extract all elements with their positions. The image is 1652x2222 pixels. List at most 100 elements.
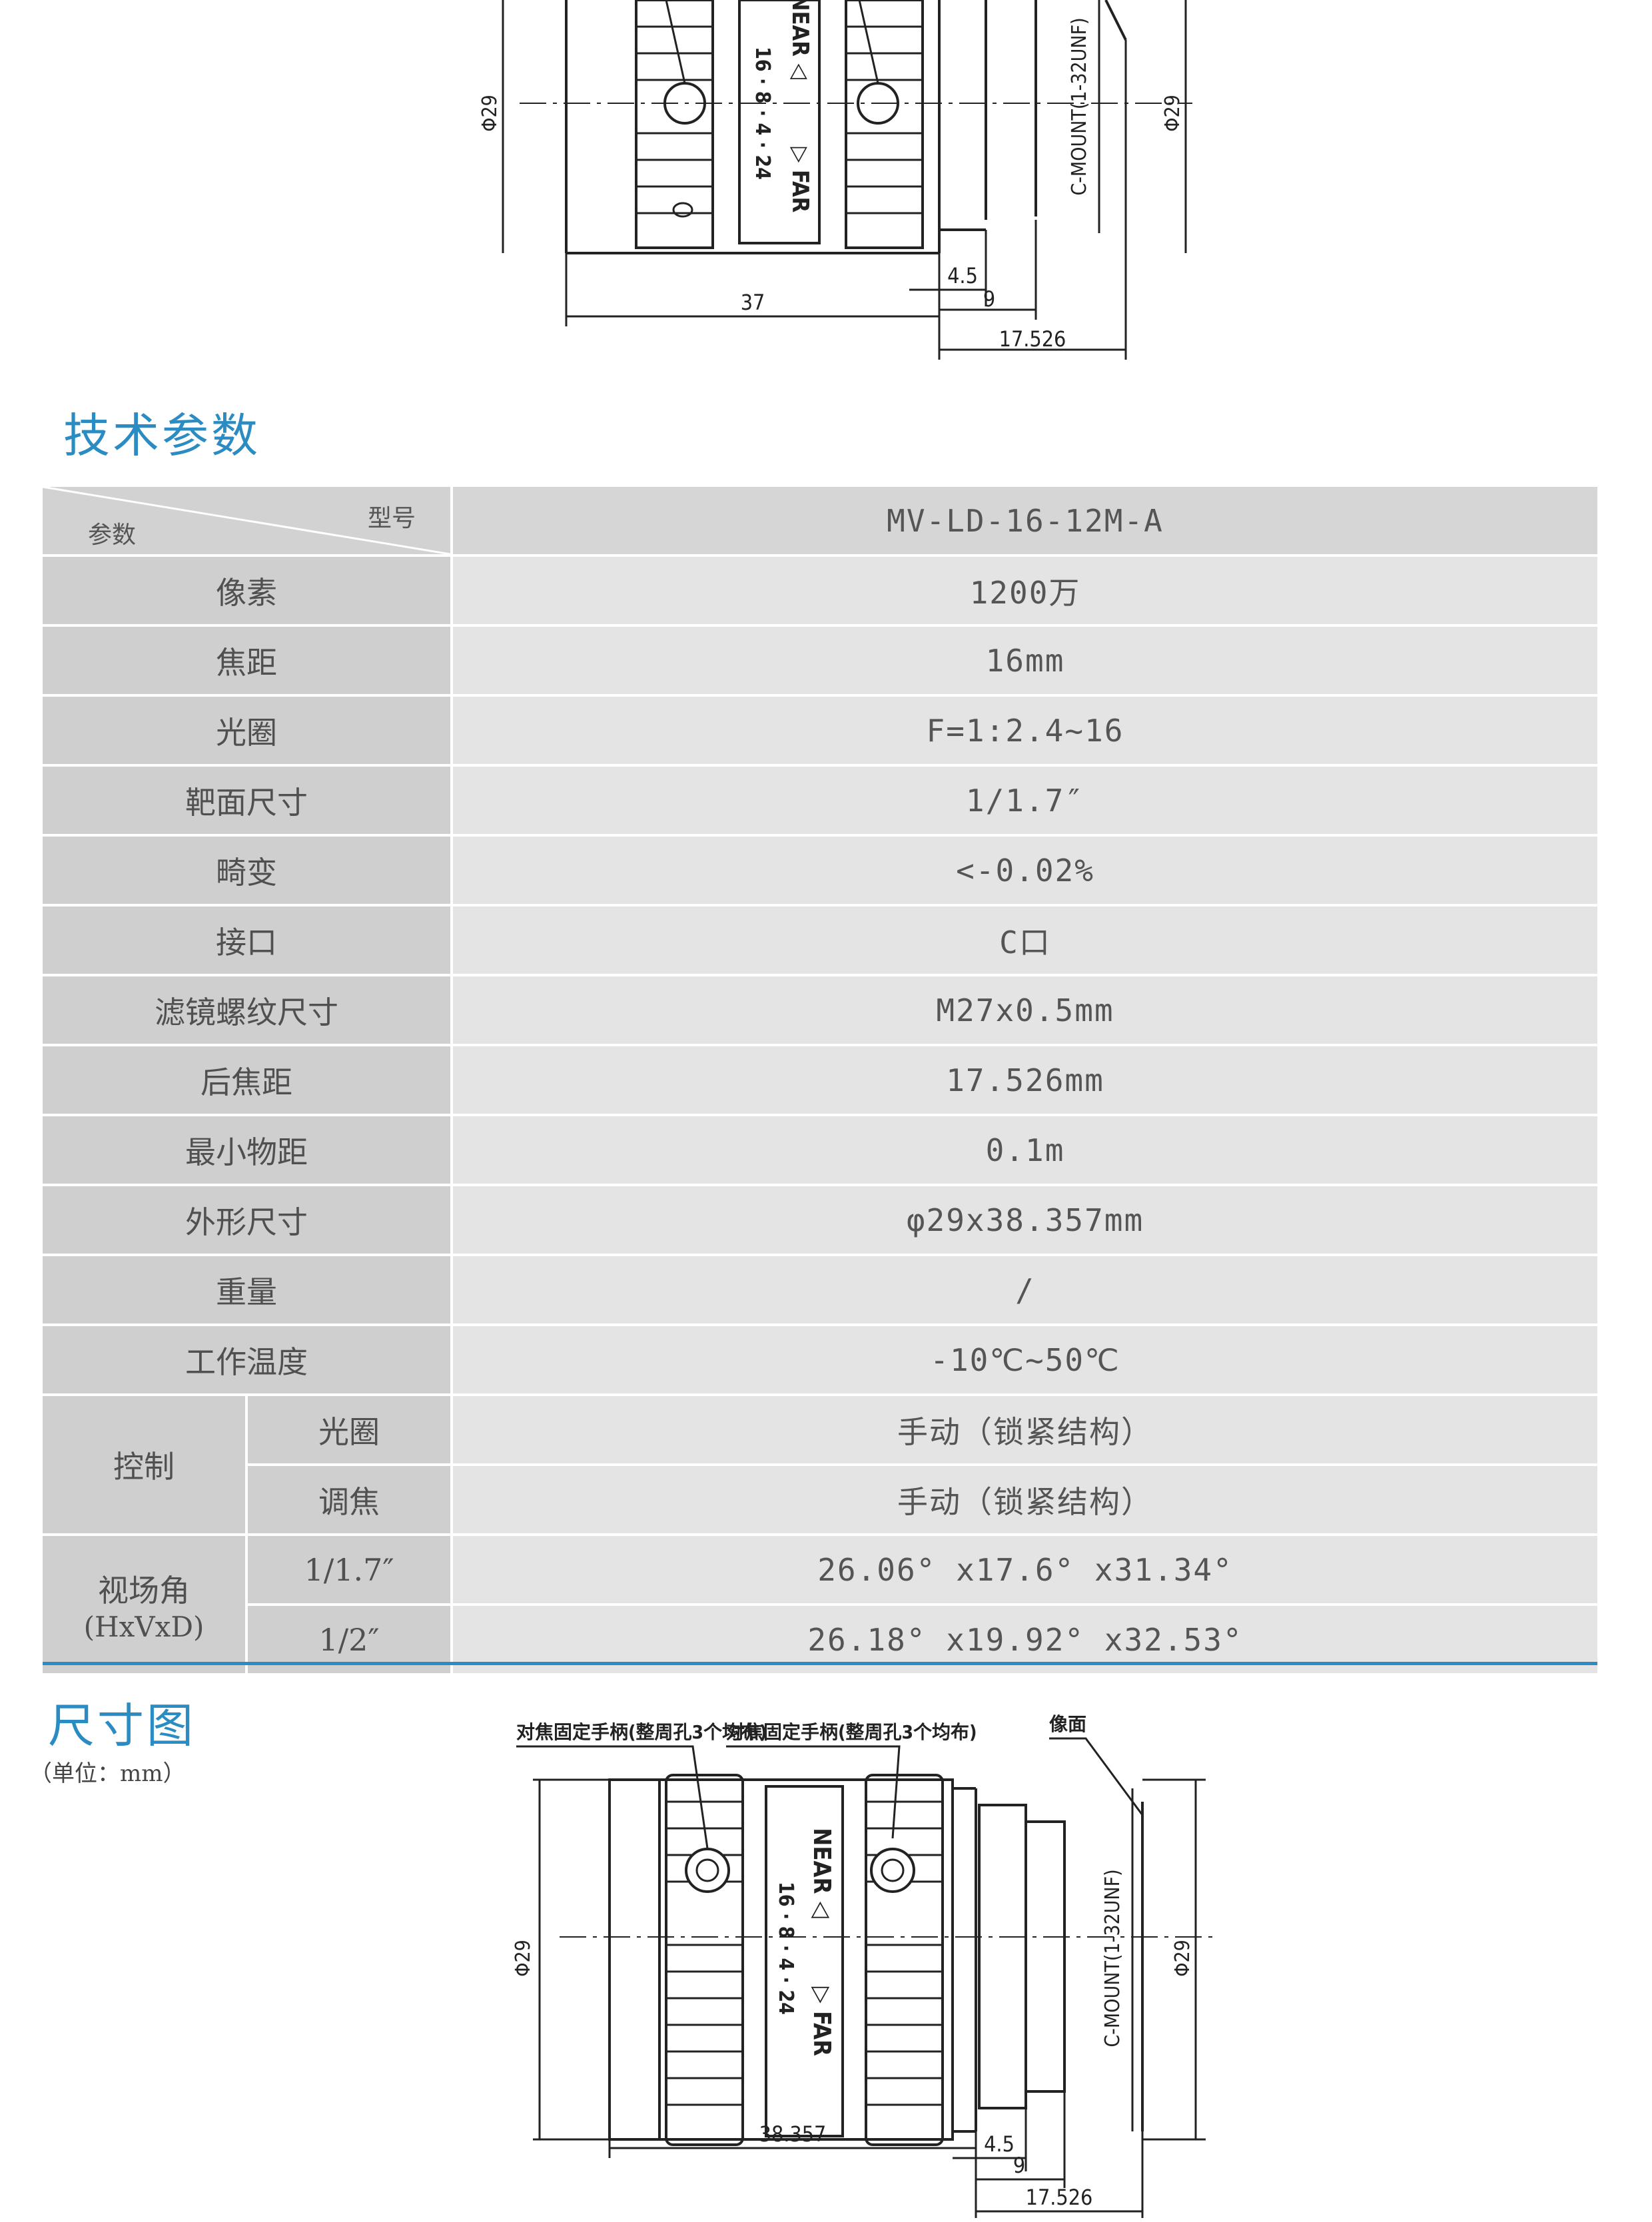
model-value: MV-LD-16-12M-A <box>453 487 1597 557</box>
bottom-scale-label: 16 · 8 · 4 · 24 <box>774 1882 797 2015</box>
svg-text:NEAR ◁: NEAR ◁ <box>808 1828 835 1918</box>
row-value: 1200万 <box>453 557 1597 627</box>
top-mount-label: C-MOUNT(1-32UNF) <box>1068 17 1091 195</box>
section-divider <box>43 1662 1597 1665</box>
svg-text:9: 9 <box>1013 2153 1025 2178</box>
row-value: C口 <box>453 907 1597 976</box>
svg-text:C-MOUNT(1-32UNF): C-MOUNT(1-32UNF) <box>1101 1869 1124 2047</box>
bottom-lens-drawing: 对焦固定手柄(整周孔3个均布) 对焦固定手柄(整周孔3个均布) 像面 <box>0 1705 1652 2222</box>
row-value: -10℃~50℃ <box>453 1326 1597 1396</box>
bottom-dia-right: Φ29 <box>1171 1940 1194 1977</box>
dimension-title: 尺寸图 <box>48 1698 196 1753</box>
top-dim-9: 9 <box>983 286 995 312</box>
table-row: 畸变<-0.02% <box>43 837 1597 907</box>
row-value: 17.526mm <box>453 1046 1597 1116</box>
row-label: 畸变 <box>43 837 453 907</box>
row-label: 接口 <box>43 907 453 976</box>
fov-sensor-1-value: 26.06° x17.6° x31.34° <box>453 1536 1597 1606</box>
row-label: 后焦距 <box>43 1046 453 1116</box>
callout-image-plane: 像面 <box>1049 1713 1086 1735</box>
control-focus-label: 调焦 <box>248 1466 453 1536</box>
row-label: 最小物距 <box>43 1116 453 1186</box>
fov-sensor-2-label: 1/2″ <box>248 1606 453 1676</box>
top-dim-flange: 17.526 <box>999 326 1066 352</box>
control-group-label: 控制 <box>43 1396 248 1536</box>
svg-text:▷ FAR: ▷ FAR <box>787 147 813 212</box>
bottom-dim-length: 38.357 <box>759 2121 827 2147</box>
row-value: 1/1.7″ <box>453 767 1597 837</box>
row-label: 重量 <box>43 1256 453 1326</box>
svg-text:Φ29: Φ29 <box>512 1940 535 1977</box>
bottom-dim-9: 9 <box>1013 2153 1025 2178</box>
svg-text:9: 9 <box>983 286 995 312</box>
svg-text:NEAR ◁: NEAR ◁ <box>787 0 813 79</box>
row-label: 外形尺寸 <box>43 1186 453 1256</box>
table-row: 控制 光圈 手动（锁紧结构） <box>43 1396 1597 1536</box>
svg-text:16 · 8 · 4 · 24: 16 · 8 · 4 · 24 <box>774 1882 797 2015</box>
table-row: 调焦 手动（锁紧结构） <box>43 1466 1597 1536</box>
svg-text:Φ29: Φ29 <box>1171 1940 1194 1977</box>
table-header-row: 型号 参数 MV-LD-16-12M-A <box>43 487 1597 557</box>
top-scale-label: 16 · 8 · 4 · 24 <box>751 47 774 180</box>
callout-focus-handle-2: 对焦固定手柄(整周孔3个均布) <box>726 1721 977 1743</box>
svg-text:17.526: 17.526 <box>1026 2185 1093 2210</box>
bottom-dia-left: Φ29 <box>512 1940 535 1977</box>
control-focus-value: 手动（锁紧结构） <box>453 1466 1597 1536</box>
fov-sensor-1-label: 1/1.7″ <box>248 1536 453 1606</box>
bottom-near-label: NEAR ◁ <box>808 1828 835 1918</box>
row-value: / <box>453 1256 1597 1326</box>
dimension-unit-note: （单位：mm） <box>29 1760 186 1787</box>
row-value: φ29x38.357mm <box>453 1186 1597 1256</box>
bottom-mount-label: C-MOUNT(1-32UNF) <box>1101 1869 1124 2047</box>
row-value: 16mm <box>453 627 1597 697</box>
svg-text:4.5: 4.5 <box>984 2131 1015 2157</box>
svg-text:16 · 8 · 4 · 24: 16 · 8 · 4 · 24 <box>751 47 774 180</box>
table-row: 1/2″ 26.18° x19.92° x32.53° <box>43 1606 1597 1676</box>
row-value: F=1:2.4~16 <box>453 697 1597 767</box>
bottom-far-label: ▷ FAR <box>808 1987 835 2056</box>
control-iris-label: 光圈 <box>248 1396 453 1466</box>
row-label: 靶面尺寸 <box>43 767 453 837</box>
row-value: 0.1m <box>453 1116 1597 1186</box>
svg-text:▷ FAR: ▷ FAR <box>808 1987 835 2056</box>
control-iris-value: 手动（锁紧结构） <box>453 1396 1597 1466</box>
row-value: M27x0.5mm <box>453 976 1597 1046</box>
top-dim-length: 37 <box>741 290 765 315</box>
table-corner-cell: 型号 参数 <box>43 487 453 557</box>
corner-param-label: 参数 <box>88 522 137 549</box>
top-dia-left: Φ29 <box>478 95 502 132</box>
row-value: <-0.02% <box>453 837 1597 907</box>
svg-text:对焦固定手柄(整周孔3个均布): 对焦固定手柄(整周孔3个均布) <box>726 1721 977 1743</box>
top-dia-right: Φ29 <box>1161 95 1184 132</box>
tech-params-title: 技术参数 <box>63 408 260 463</box>
fov-label-line1: 视场角 <box>98 1572 190 1609</box>
fov-label-line2: (HxVxD) <box>83 1610 205 1643</box>
corner-model-label: 型号 <box>367 505 416 532</box>
svg-text:17.526: 17.526 <box>999 326 1066 352</box>
fov-sensor-2-value: 26.18° x19.92° x32.53° <box>453 1606 1597 1676</box>
svg-text:Φ29: Φ29 <box>478 95 502 132</box>
table-row: 视场角 (HxVxD) 1/1.7″ 26.06° x17.6° x31.34° <box>43 1536 1597 1676</box>
svg-text:4.5: 4.5 <box>947 263 978 288</box>
callout-focus-handle-1: 对焦固定手柄(整周孔3个均布) <box>516 1721 767 1743</box>
row-label: 像素 <box>43 557 453 627</box>
row-label: 滤镜螺纹尺寸 <box>43 976 453 1046</box>
table-row: 工作温度-10℃~50℃ <box>43 1326 1597 1396</box>
fov-group-label: 视场角 (HxVxD) <box>43 1536 248 1676</box>
top-lens-drawing: Φ29 Φ29 C-MOUNT(1-32UNF) NEAR ◁ ▷ FAR 16… <box>0 0 1652 373</box>
svg-text:像面: 像面 <box>1049 1713 1086 1735</box>
bottom-dim-flange: 17.526 <box>1026 2185 1093 2210</box>
svg-text:37: 37 <box>741 290 765 315</box>
svg-text:对焦固定手柄(整周孔3个均布): 对焦固定手柄(整周孔3个均布) <box>516 1721 767 1743</box>
row-label: 光圈 <box>43 697 453 767</box>
